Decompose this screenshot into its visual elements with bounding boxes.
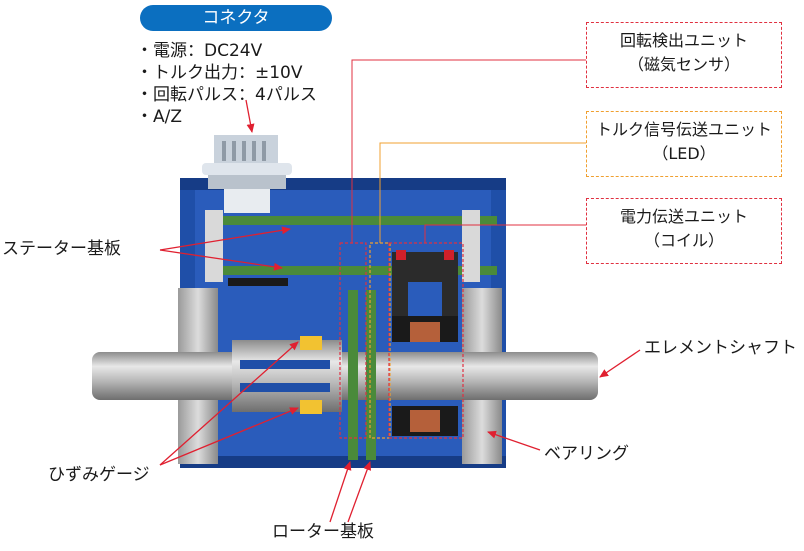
callout-rotation-detect: 回転検出ユニット （磁気センサ） [586,22,782,88]
callout-subtitle: （コイル） [643,231,724,250]
spec-line: ・回転パルス：4パルス [136,85,317,105]
callout-title: 電力伝送ユニット [619,207,748,226]
rotor-boards [348,290,376,460]
callout-torque-signal: トルク信号伝送ユニット （LED） [586,111,782,177]
stator-boards [205,210,497,286]
strain-gauges [300,336,322,414]
connector-body [202,135,292,213]
leader-lines [351,59,586,243]
connector-title: コネクタ [140,5,332,31]
pointer-arrows [159,99,641,523]
callout-subtitle: （磁気センサ） [627,55,740,74]
spec-line: ・A/Z [136,107,183,127]
spec-line: ・トルク出力：±10V [136,63,303,83]
label-stator-board: ステーター基板 [2,239,121,259]
label-strain-gauge: ひずみゲージ [48,465,150,485]
label-element-shaft: エレメントシャフト [644,338,797,358]
element-shaft [92,340,598,412]
callout-subtitle: （LED） [652,144,716,163]
callout-title: 回転検出ユニット [619,31,748,50]
power-coil [392,250,458,436]
spec-line: ・電源：DC24V [136,41,263,61]
callout-title: トルク信号伝送ユニット [595,120,772,139]
label-rotor-board: ローター基板 [272,522,374,542]
callout-power-transfer: 電力伝送ユニット （コイル） [586,198,782,264]
label-bearing: ベアリング [544,444,629,464]
